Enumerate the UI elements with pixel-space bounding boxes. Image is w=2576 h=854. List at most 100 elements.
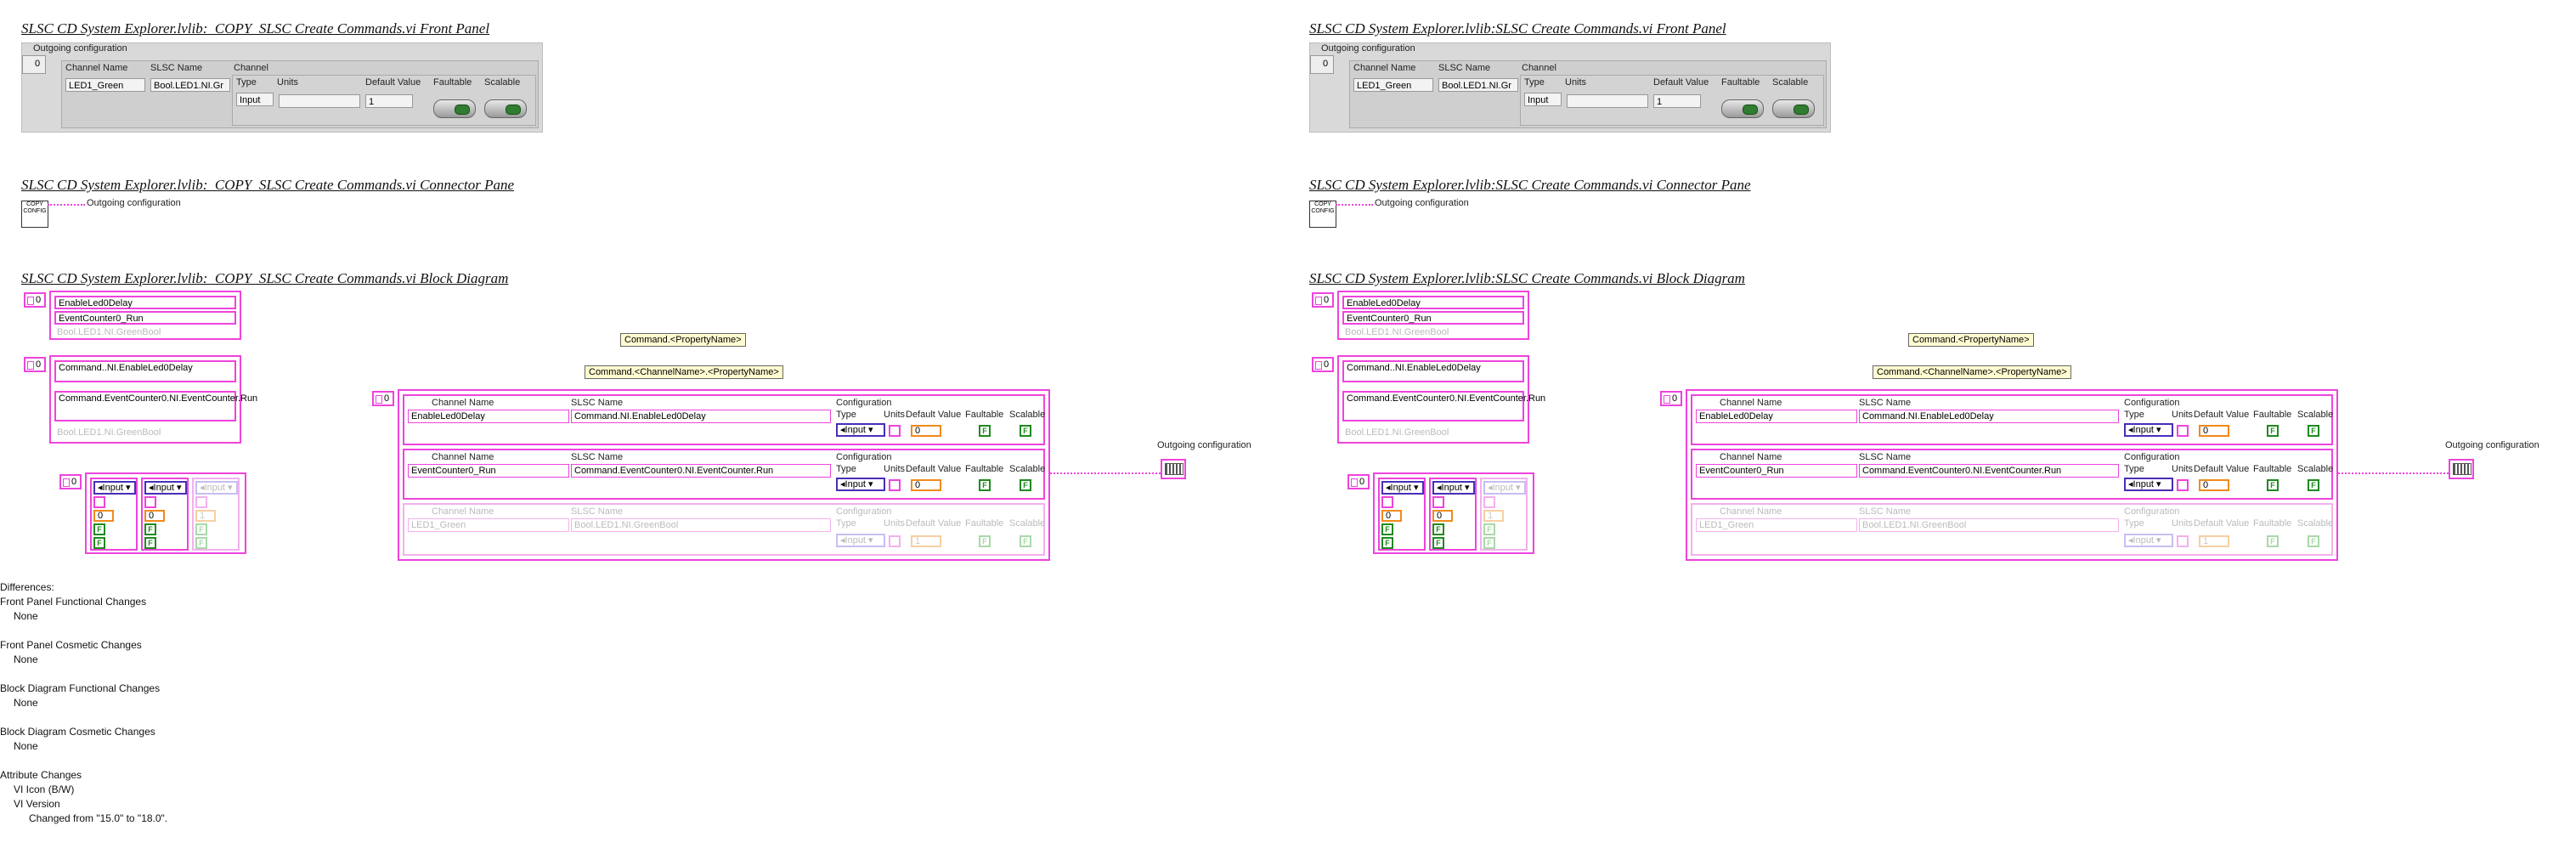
faultable-toggle[interactable] bbox=[1721, 99, 1764, 118]
type-field[interactable]: Input bbox=[1524, 93, 1562, 106]
default-constant[interactable]: 0 bbox=[144, 510, 165, 522]
array-element[interactable]: Command..NI.EnableLed0Delay bbox=[54, 360, 236, 382]
channel-property-constant[interactable]: Command.<ChannelName>.<PropertyName> bbox=[585, 365, 783, 379]
faultable-constant[interactable]: F bbox=[2267, 535, 2279, 547]
channel-name-field[interactable]: LED1_Green bbox=[65, 78, 145, 92]
scalable-constant[interactable]: F bbox=[195, 537, 207, 549]
scalable-constant[interactable]: F bbox=[1483, 537, 1495, 549]
type-enum[interactable]: ◂Input ▾ bbox=[195, 481, 238, 495]
default-constant[interactable]: 0 bbox=[93, 510, 114, 522]
faultable-constant[interactable]: F bbox=[1483, 523, 1495, 535]
property-name-constant[interactable]: Command.<PropertyName> bbox=[1908, 333, 2034, 347]
channel-name-constant[interactable]: EnableLed0Delay bbox=[408, 410, 569, 423]
scalable-constant[interactable]: F bbox=[2308, 535, 2319, 547]
default-constant[interactable]: 1 bbox=[2199, 535, 2229, 547]
units-constant[interactable] bbox=[1381, 496, 1393, 508]
units-constant[interactable] bbox=[889, 425, 901, 437]
type-field[interactable]: Input bbox=[236, 93, 274, 106]
channel-property-constant[interactable]: Command.<ChannelName>.<PropertyName> bbox=[1873, 365, 2071, 379]
scalable-constant[interactable]: F bbox=[144, 537, 156, 549]
default-constant[interactable]: 0 bbox=[1381, 510, 1402, 522]
type-enum[interactable]: ◂Input ▾ bbox=[1483, 481, 1526, 495]
array-element[interactable]: Command.EventCounter0.NI.EventCounter.Ru… bbox=[1342, 391, 1545, 421]
type-enum[interactable]: ◂Input ▾ bbox=[2124, 478, 2173, 491]
array-index[interactable]: 0 bbox=[372, 391, 394, 406]
faultable-constant[interactable]: F bbox=[1432, 523, 1444, 535]
array-element[interactable]: EnableLed0Delay bbox=[1342, 296, 1524, 309]
slsc-name-field[interactable]: Bool.LED1.NI.Gr bbox=[150, 78, 230, 92]
units-constant[interactable] bbox=[144, 496, 156, 508]
scalable-constant[interactable]: F bbox=[2308, 425, 2319, 437]
channel-name-constant[interactable]: LED1_Green bbox=[408, 518, 569, 532]
default-constant[interactable]: 1 bbox=[1483, 510, 1504, 522]
faultable-constant[interactable]: F bbox=[144, 523, 156, 535]
default-constant[interactable]: 0 bbox=[911, 479, 941, 491]
units-constant[interactable] bbox=[2177, 535, 2189, 547]
array-index[interactable]: 0 bbox=[59, 474, 82, 489]
array-index[interactable]: 0 bbox=[24, 292, 46, 308]
units-constant[interactable] bbox=[889, 479, 901, 491]
channel-name-constant[interactable]: EventCounter0_Run bbox=[1696, 464, 1857, 478]
channel-name-constant[interactable]: EnableLed0Delay bbox=[1696, 410, 1857, 423]
units-constant[interactable] bbox=[2177, 425, 2189, 437]
scalable-constant[interactable]: F bbox=[2308, 479, 2319, 491]
type-enum[interactable]: ◂Input ▾ bbox=[93, 481, 136, 495]
array-element[interactable]: Bool.LED1.NI.GreenBool bbox=[54, 427, 236, 440]
array-index[interactable]: 0 bbox=[1347, 474, 1370, 489]
slsc-name-constant[interactable]: Bool.LED1.NI.GreenBool bbox=[1859, 518, 2119, 532]
array-index[interactable]: 0 bbox=[1660, 391, 1682, 406]
scalable-toggle[interactable] bbox=[1772, 99, 1815, 118]
units-constant[interactable] bbox=[93, 496, 105, 508]
array-element[interactable]: Command.EventCounter0.NI.EventCounter.Ru… bbox=[54, 391, 257, 421]
type-enum[interactable]: ◂Input ▾ bbox=[836, 534, 885, 547]
default-constant[interactable]: 1 bbox=[911, 535, 941, 547]
array-index[interactable]: 0 bbox=[24, 357, 46, 372]
units-constant[interactable] bbox=[2177, 479, 2189, 491]
slsc-name-field[interactable]: Bool.LED1.NI.Gr bbox=[1438, 78, 1518, 92]
default-constant[interactable]: 0 bbox=[2199, 425, 2229, 437]
faultable-constant[interactable]: F bbox=[195, 523, 207, 535]
faultable-constant[interactable]: F bbox=[979, 535, 991, 547]
array-index[interactable]: 0 bbox=[1312, 357, 1334, 372]
array-element[interactable]: Command..NI.EnableLed0Delay bbox=[1342, 360, 1524, 382]
scalable-constant[interactable]: F bbox=[93, 537, 105, 549]
property-name-constant[interactable]: Command.<PropertyName> bbox=[620, 333, 746, 347]
scalable-constant[interactable]: F bbox=[1381, 537, 1393, 549]
array-element[interactable]: EventCounter0_Run bbox=[54, 311, 236, 325]
slsc-name-constant[interactable]: Bool.LED1.NI.GreenBool bbox=[571, 518, 831, 532]
faultable-constant[interactable]: F bbox=[93, 523, 105, 535]
array-element[interactable]: Bool.LED1.NI.GreenBool bbox=[1342, 326, 1524, 338]
array-element[interactable]: EventCounter0_Run bbox=[1342, 311, 1524, 325]
default-constant[interactable]: 0 bbox=[2199, 479, 2229, 491]
array-element[interactable]: Bool.LED1.NI.GreenBool bbox=[54, 326, 236, 338]
type-enum[interactable]: ◂Input ▾ bbox=[2124, 423, 2173, 437]
scalable-toggle[interactable] bbox=[484, 99, 527, 118]
default-constant[interactable]: 1 bbox=[195, 510, 216, 522]
array-element[interactable]: EnableLed0Delay bbox=[54, 296, 236, 309]
channel-name-constant[interactable]: EventCounter0_Run bbox=[408, 464, 569, 478]
faultable-constant[interactable]: F bbox=[979, 425, 991, 437]
array-index[interactable]: 0 bbox=[22, 55, 46, 74]
default-value-field[interactable]: 1 bbox=[1653, 94, 1701, 108]
default-constant[interactable]: 0 bbox=[911, 425, 941, 437]
faultable-constant[interactable]: F bbox=[2267, 479, 2279, 491]
slsc-name-constant[interactable]: Command.NI.EnableLed0Delay bbox=[1859, 410, 2119, 423]
units-constant[interactable] bbox=[195, 496, 207, 508]
faultable-constant[interactable]: F bbox=[1381, 523, 1393, 535]
default-value-field[interactable]: 1 bbox=[365, 94, 413, 108]
channel-name-field[interactable]: LED1_Green bbox=[1353, 78, 1433, 92]
type-enum[interactable]: ◂Input ▾ bbox=[836, 423, 885, 437]
units-field[interactable] bbox=[1567, 94, 1648, 108]
slsc-name-constant[interactable]: Command.EventCounter0.NI.EventCounter.Ru… bbox=[571, 464, 831, 478]
type-enum[interactable]: ◂Input ▾ bbox=[144, 481, 187, 495]
type-enum[interactable]: ◂Input ▾ bbox=[1432, 481, 1475, 495]
type-enum[interactable]: ◂Input ▾ bbox=[836, 478, 885, 491]
slsc-name-constant[interactable]: Command.EventCounter0.NI.EventCounter.Ru… bbox=[1859, 464, 2119, 478]
default-constant[interactable]: 0 bbox=[1432, 510, 1453, 522]
units-constant[interactable] bbox=[1483, 496, 1495, 508]
slsc-name-constant[interactable]: Command.NI.EnableLed0Delay bbox=[571, 410, 831, 423]
units-field[interactable] bbox=[279, 94, 360, 108]
type-enum[interactable]: ◂Input ▾ bbox=[2124, 534, 2173, 547]
faultable-constant[interactable]: F bbox=[979, 479, 991, 491]
faultable-constant[interactable]: F bbox=[2267, 425, 2279, 437]
